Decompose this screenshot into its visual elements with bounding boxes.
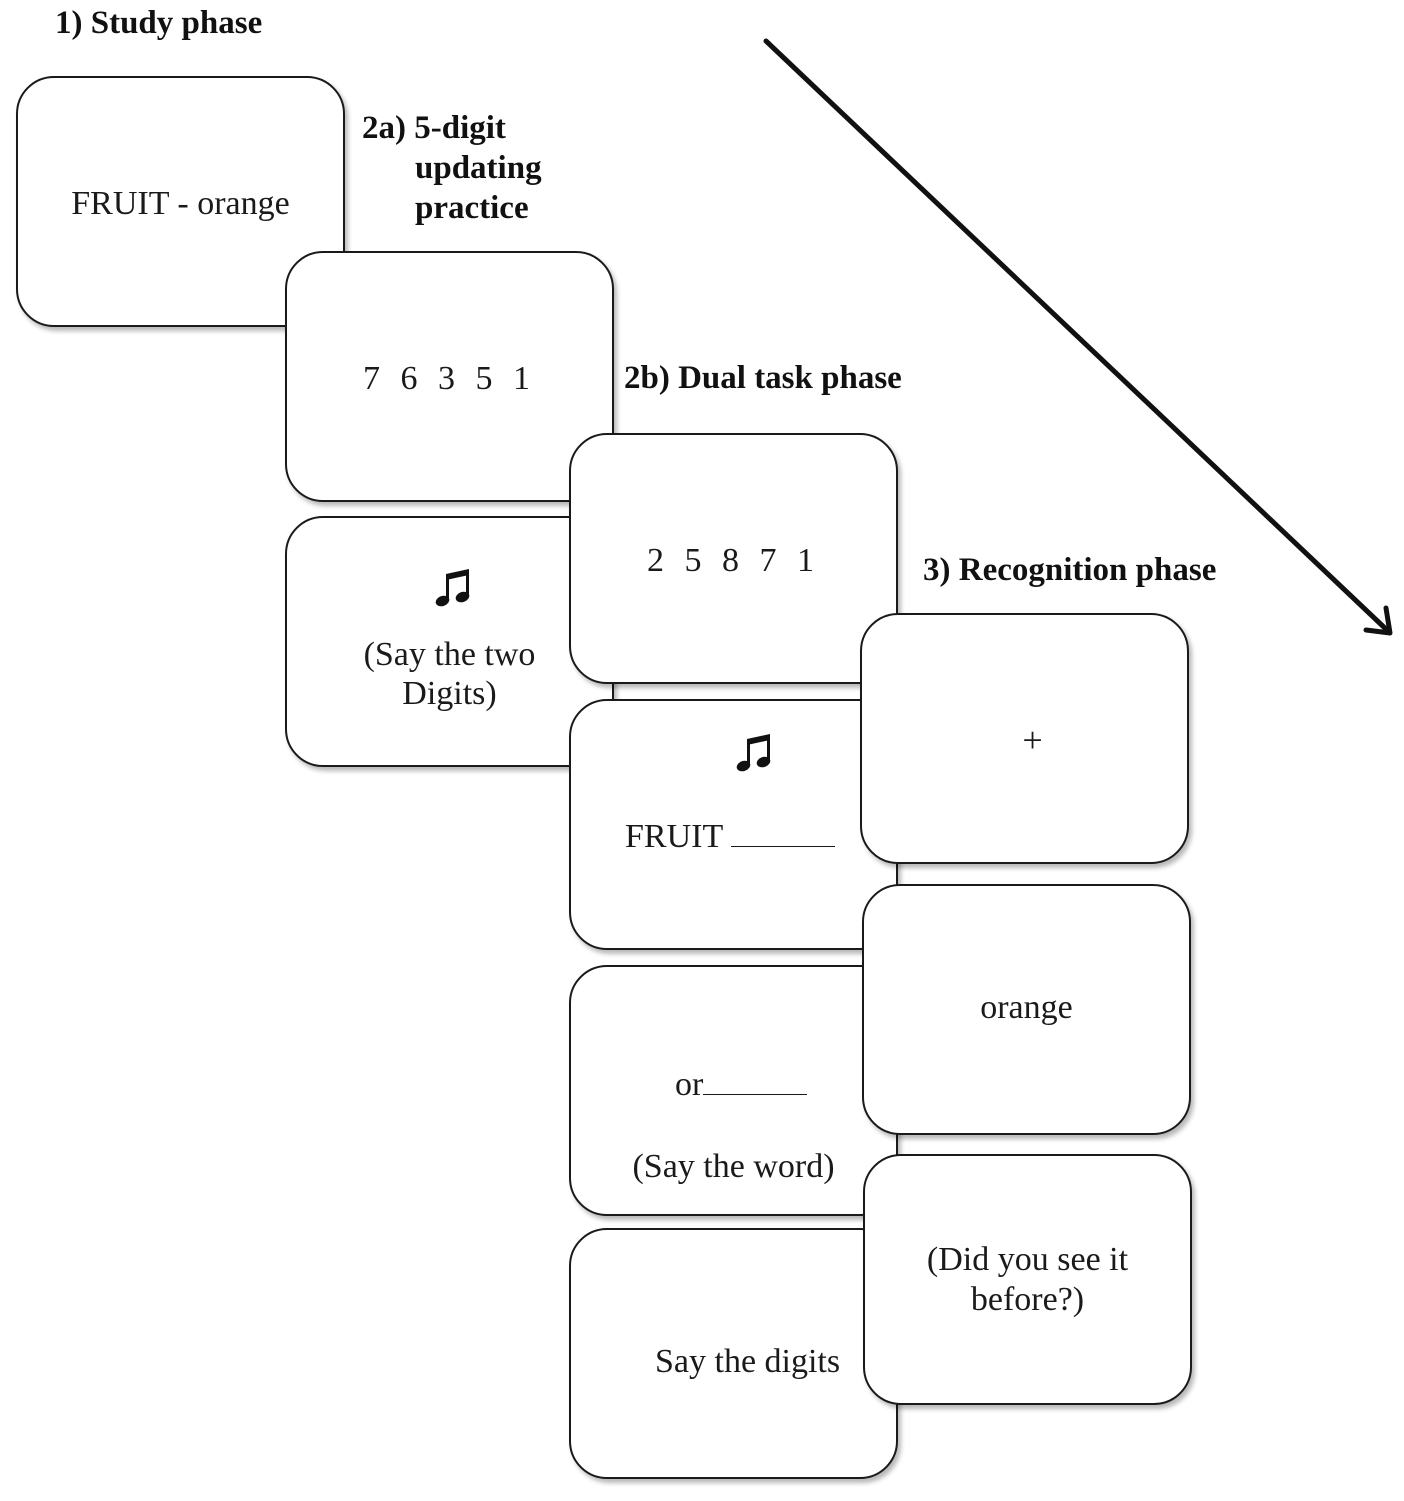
updating-label-line-3: practice — [415, 190, 529, 226]
study-pair-text: FRUIT - orange — [71, 185, 290, 222]
study-phase-label: 1) Study phase — [55, 5, 263, 41]
updating-prompt-line-2: Digits) — [402, 675, 497, 712]
recognition-word-card: orange — [862, 884, 1191, 1135]
dual-task-phase-label: 2b) Dual task phase — [624, 360, 902, 396]
dual-say-word-card: or (Say the word) — [569, 965, 898, 1216]
dual-cue-line: FRUIT — [625, 817, 836, 857]
updating-label-line-1: 2a) 5-digit — [362, 110, 506, 146]
cue-category-text: FRUIT — [625, 818, 723, 855]
dual-say-digits-text: Say the digits — [655, 1343, 841, 1380]
fixation-cross: + — [1022, 720, 1043, 760]
dual-cue-card: FRUIT — [569, 699, 898, 950]
music-note-icon — [435, 569, 470, 607]
updating-practice-label: 2a) 5-digit updating practice — [362, 108, 542, 228]
dual-say-digits-card: Say the digits — [569, 1228, 898, 1479]
updating-label-line-2: updating — [415, 150, 542, 186]
dual-or-line: or — [675, 1065, 808, 1105]
or-text: or — [675, 1066, 704, 1103]
recognition-word-text: orange — [980, 989, 1073, 1026]
recognition-fixation-card: + — [860, 613, 1189, 864]
cue-blank-line — [731, 818, 836, 847]
dual-say-word-text: (Say the word) — [632, 1148, 835, 1185]
dual-digits-card: 2 5 8 7 1 — [569, 433, 898, 684]
recognition-phase-label: 3) Recognition phase — [923, 552, 1217, 588]
music-note-icon — [736, 734, 771, 772]
answer-blank-line — [703, 1074, 808, 1095]
recognition-question-line-1: (Did you see it — [926, 1241, 1129, 1278]
updating-digits-card: 7 6 3 5 1 — [285, 251, 614, 502]
updating-digits-text: 7 6 3 5 1 — [363, 360, 536, 397]
recognition-question-line-2: before?) — [970, 1281, 1085, 1318]
recognition-question-card: (Did you see it before?) — [863, 1154, 1192, 1405]
updating-prompt-card: (Say the two Digits) — [285, 516, 614, 767]
dual-digits-text: 2 5 8 7 1 — [647, 542, 820, 579]
updating-prompt-line-1: (Say the two — [363, 636, 536, 673]
